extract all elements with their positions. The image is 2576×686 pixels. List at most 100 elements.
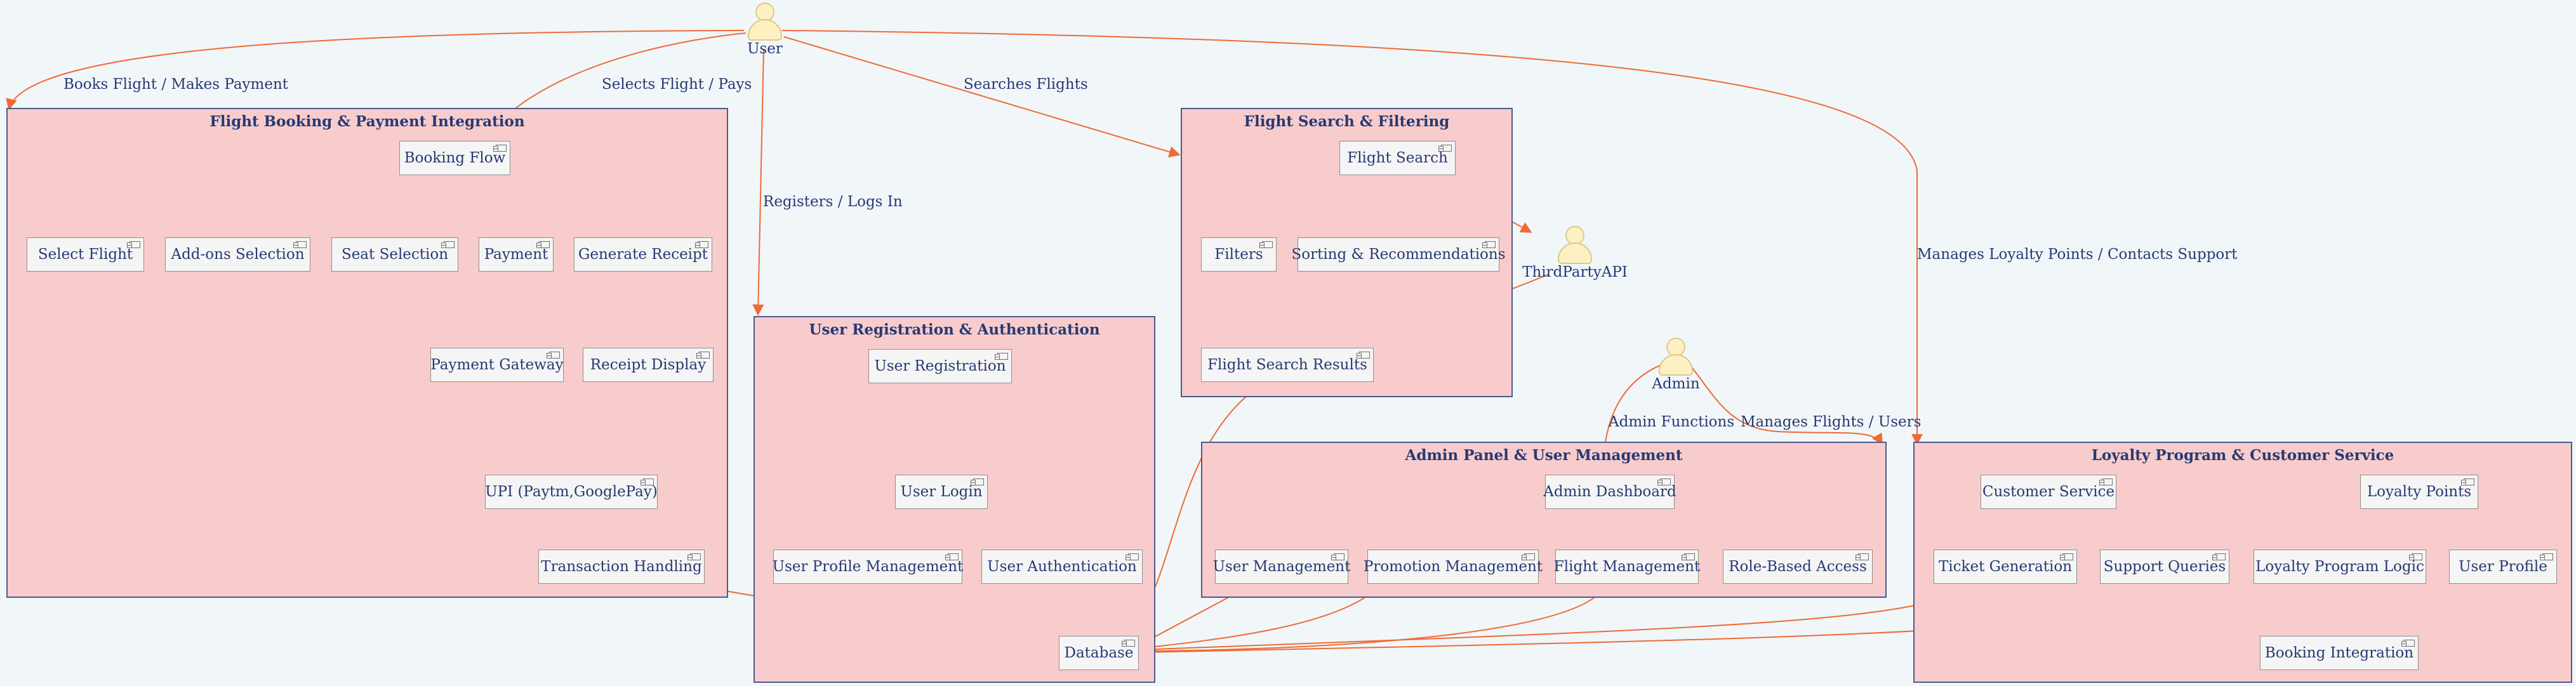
package-booking-title: Flight Booking & Payment Integration <box>209 113 525 130</box>
package-registration-title: User Registration & Authentication <box>809 321 1100 338</box>
component-user-profile-management[interactable]: User Profile Management <box>773 550 963 584</box>
component-flight-management[interactable]: Flight Management <box>1553 550 1701 584</box>
component-booking-flow[interactable]: Booking Flow <box>399 141 510 175</box>
component-icon <box>2540 553 2553 560</box>
component-label: Select Flight <box>37 246 133 263</box>
component-label: Payment Gateway <box>430 357 564 373</box>
edge-user-search <box>783 36 1181 157</box>
component-user-authentication[interactable]: User Authentication <box>981 550 1143 584</box>
component-icon <box>945 553 959 560</box>
component-user-management[interactable]: User Management <box>1212 550 1351 584</box>
component-label: Sorting & Recommendations <box>1291 246 1506 263</box>
component-seat-selection[interactable]: Seat Selection <box>331 237 458 272</box>
component-upi[interactable]: UPI (Paytm,GooglePay) <box>485 475 658 509</box>
component-icon <box>293 241 307 248</box>
component-transaction-handling[interactable]: Transaction Handling <box>538 550 705 584</box>
component-select-flight[interactable]: Select Flight <box>27 237 144 272</box>
admin-actor <box>1657 338 1695 383</box>
component-user-profile[interactable]: User Profile <box>2449 550 2557 584</box>
component-admin-dashboard[interactable]: Admin Dashboard <box>1543 475 1676 509</box>
package-search-title: Flight Search & Filtering <box>1244 113 1450 130</box>
edge-label-books: Books Flight / Makes Payment <box>63 76 289 93</box>
edge-label-searches: Searches Flights <box>964 76 1088 93</box>
component-addons-selection[interactable]: Add-ons Selection <box>165 237 310 272</box>
edge-user-registration <box>752 49 764 316</box>
edge-label-manages: Manages Flights / Users <box>1741 414 1922 430</box>
component-customer-service[interactable]: Customer Service <box>1981 475 2116 509</box>
component-support-queries[interactable]: Support Queries <box>2100 550 2229 584</box>
component-label: Booking Integration <box>2264 645 2414 661</box>
component-icon <box>2212 553 2226 560</box>
component-booking-integration[interactable]: Booking Integration <box>2260 636 2419 670</box>
component-icon <box>1522 553 1535 560</box>
component-ticket-generation[interactable]: Ticket Generation <box>1934 550 2077 584</box>
edge-label-registers: Registers / Logs In <box>763 194 903 210</box>
component-receipt-display[interactable]: Receipt Display <box>583 348 714 382</box>
admin-actor-label: Admin <box>1652 376 1700 392</box>
thirdparty-actor-label: ThirdPartyAPI <box>1522 264 1628 280</box>
component-generate-receipt[interactable]: Generate Receipt <box>574 237 712 272</box>
component-flight-search-results[interactable]: Flight Search Results <box>1201 348 1374 382</box>
component-label: Support Queries <box>2103 558 2226 575</box>
component-icon <box>995 353 1008 360</box>
actor-body <box>748 19 782 41</box>
component-label: Loyalty Program Logic <box>2255 558 2424 575</box>
component-label: Seat Selection <box>341 246 449 263</box>
component-payment[interactable]: Payment <box>479 237 554 272</box>
component-label: Flight Search Results <box>1207 357 1367 373</box>
edge-label-admin-functions: Admin Functions <box>1609 414 1735 430</box>
component-label: Ticket Generation <box>1938 558 2073 575</box>
edge-flight-db <box>1136 588 1603 657</box>
component-label: Flight Search <box>1347 150 1448 166</box>
component-icon <box>695 241 708 248</box>
component-label: UPI (Paytm,GooglePay) <box>485 484 658 500</box>
actor-body <box>1558 242 1592 264</box>
component-icon <box>1331 553 1344 560</box>
component-icon <box>687 553 701 560</box>
component-label: Payment <box>484 246 548 263</box>
component-label: Loyalty Points <box>2367 484 2472 500</box>
component-icon <box>2060 553 2073 560</box>
thirdparty-actor <box>1556 226 1594 272</box>
component-icon <box>1682 553 1695 560</box>
component-database[interactable]: Database <box>1059 636 1139 670</box>
component-icon <box>441 241 455 248</box>
package-admin-title: Admin Panel & User Management <box>1405 447 1683 464</box>
component-icon <box>547 352 560 359</box>
component-label: User Registration <box>874 358 1006 374</box>
component-user-login[interactable]: User Login <box>895 475 988 509</box>
component-icon <box>1122 640 1135 647</box>
component-filters[interactable]: Filters <box>1201 237 1277 272</box>
component-loyalty-points[interactable]: Loyalty Points <box>2360 475 2478 509</box>
component-label: Role-Based Access <box>1729 558 1867 575</box>
edge-label-selects: Selects Flight / Pays <box>602 76 752 93</box>
component-role-based-access[interactable]: Role-Based Access <box>1723 550 1873 584</box>
edge-user-booking <box>6 30 745 110</box>
component-icon <box>971 478 984 485</box>
component-promotion-management[interactable]: Promotion Management <box>1364 550 1543 584</box>
component-icon <box>2409 553 2422 560</box>
component-label: User Management <box>1212 558 1351 575</box>
component-label: Transaction Handling <box>541 558 702 575</box>
edge-label-loyalty: Manages Loyalty Points / Contacts Suppor… <box>1917 246 2238 263</box>
component-icon <box>1125 553 1139 560</box>
component-icon <box>641 478 654 485</box>
edge-admin-loyalty <box>1687 361 1883 445</box>
component-label: User Login <box>900 484 983 500</box>
component-label: Admin Dashboard <box>1543 484 1676 500</box>
user-actor-label: User <box>747 41 783 57</box>
component-icon <box>696 352 710 359</box>
component-loyalty-program-logic[interactable]: Loyalty Program Logic <box>2254 550 2426 584</box>
component-sorting-recommendations[interactable]: Sorting & Recommendations <box>1291 237 1506 272</box>
component-label: Flight Management <box>1553 558 1701 575</box>
component-icon <box>1856 553 1869 560</box>
component-user-registration[interactable]: User Registration <box>868 349 1012 383</box>
component-label: Booking Flow <box>404 150 506 166</box>
component-flight-search[interactable]: Flight Search <box>1339 141 1456 175</box>
component-label: Customer Service <box>1982 484 2115 500</box>
component-label: Generate Receipt <box>578 246 708 263</box>
package-loyalty-title: Loyalty Program & Customer Service <box>2091 447 2394 464</box>
component-label: Database <box>1064 645 1134 661</box>
component-label: Add-ons Selection <box>171 246 305 263</box>
component-payment-gateway[interactable]: Payment Gateway <box>430 348 564 382</box>
